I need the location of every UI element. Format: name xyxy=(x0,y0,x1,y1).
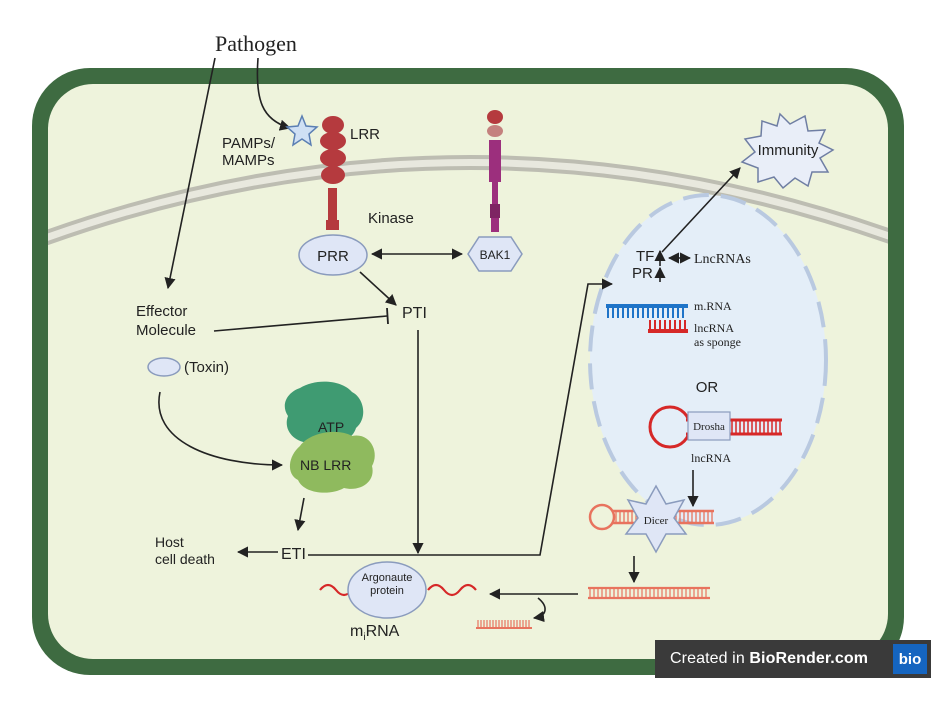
or-label: OR xyxy=(696,379,719,396)
mrna-comb-icon xyxy=(606,304,688,318)
mirna-label: miRNA xyxy=(350,623,400,643)
mrna-wave-right xyxy=(427,583,477,597)
pathogen-to-pamps-arrow xyxy=(256,57,292,131)
atp-protein-icon xyxy=(284,381,364,445)
mamps-label: MAMPs xyxy=(222,152,275,169)
lncrnas-label: LncRNAs xyxy=(694,252,751,267)
duplex-to-strand-arrow xyxy=(532,597,546,623)
argonaute-label-2: protein xyxy=(370,585,404,597)
prr-node xyxy=(298,234,368,276)
toxin-to-nblrr-arrow xyxy=(158,391,284,471)
toxin-label: (Toxin) xyxy=(184,359,229,376)
bak1-label: BAK1 xyxy=(480,248,511,262)
pamps-label: PAMPs/ xyxy=(222,135,276,152)
prr-label: PRR xyxy=(317,248,349,265)
mirna-strand-icon xyxy=(476,620,532,629)
pr-label: PR xyxy=(632,265,653,282)
prr-receptor-icon xyxy=(320,116,346,230)
pathogen-label: Pathogen xyxy=(215,31,297,56)
argonaute-label-1: Argonaute xyxy=(362,572,413,584)
pti-label: PTI xyxy=(402,305,427,322)
tf-label: TF xyxy=(636,248,654,265)
pamp-star-icon xyxy=(285,113,319,147)
pathogen-to-effector-arrow xyxy=(164,57,216,290)
biorender-badge: Created in BioRender.com bio xyxy=(655,640,931,678)
immunity-label: Immunity xyxy=(758,142,819,159)
kinase-label: Kinase xyxy=(368,210,414,227)
argonaute-protein xyxy=(347,561,427,619)
lrr-label: LRR xyxy=(350,126,380,143)
toxin-icon xyxy=(147,357,181,377)
nb-lrr-protein-icon xyxy=(289,431,375,493)
nblrr-to-eti-arrow xyxy=(294,497,306,532)
dicer-label: Dicer xyxy=(644,515,669,527)
eti-to-nucleus-line xyxy=(308,278,614,556)
nucleus xyxy=(588,193,828,527)
lncrna-sponge-label-1: lncRNA xyxy=(694,321,734,335)
tf-to-immunity-arrow xyxy=(661,167,741,253)
drosha-label: Drosha xyxy=(693,421,725,433)
biorender-logo: bio xyxy=(893,644,927,674)
host-label-1: Host xyxy=(155,534,184,550)
eti-label: ETI xyxy=(281,546,306,563)
effector-label-1: Effector xyxy=(136,303,187,320)
effector-inhibits-pti xyxy=(213,315,388,332)
lncrna-sponge-label-2: as sponge xyxy=(694,335,741,349)
bak1-receptor-icon xyxy=(487,110,503,232)
host-label-2: cell death xyxy=(155,551,215,567)
dicer-star-icon xyxy=(624,484,688,554)
rna-duplex-icon xyxy=(588,586,710,600)
bak1-node xyxy=(467,236,523,272)
drosha-hairpin-icon xyxy=(648,405,782,449)
badge-text: Created in BioRender.com xyxy=(670,650,869,667)
prr-to-pti-arrow xyxy=(359,271,397,306)
immunity-burst-icon xyxy=(740,112,835,190)
nb-lrr-label: NB LRR xyxy=(300,457,351,473)
inhibition-bar xyxy=(386,307,389,325)
atp-label: ATP xyxy=(318,419,344,435)
plasma-membrane xyxy=(48,155,888,248)
lncrna-sponge-icon xyxy=(648,320,688,333)
lncrna-label: lncRNA xyxy=(691,451,731,465)
effector-label-2: Molecule xyxy=(136,322,196,339)
mrna-nucleus-label: m.RNA xyxy=(694,299,732,313)
